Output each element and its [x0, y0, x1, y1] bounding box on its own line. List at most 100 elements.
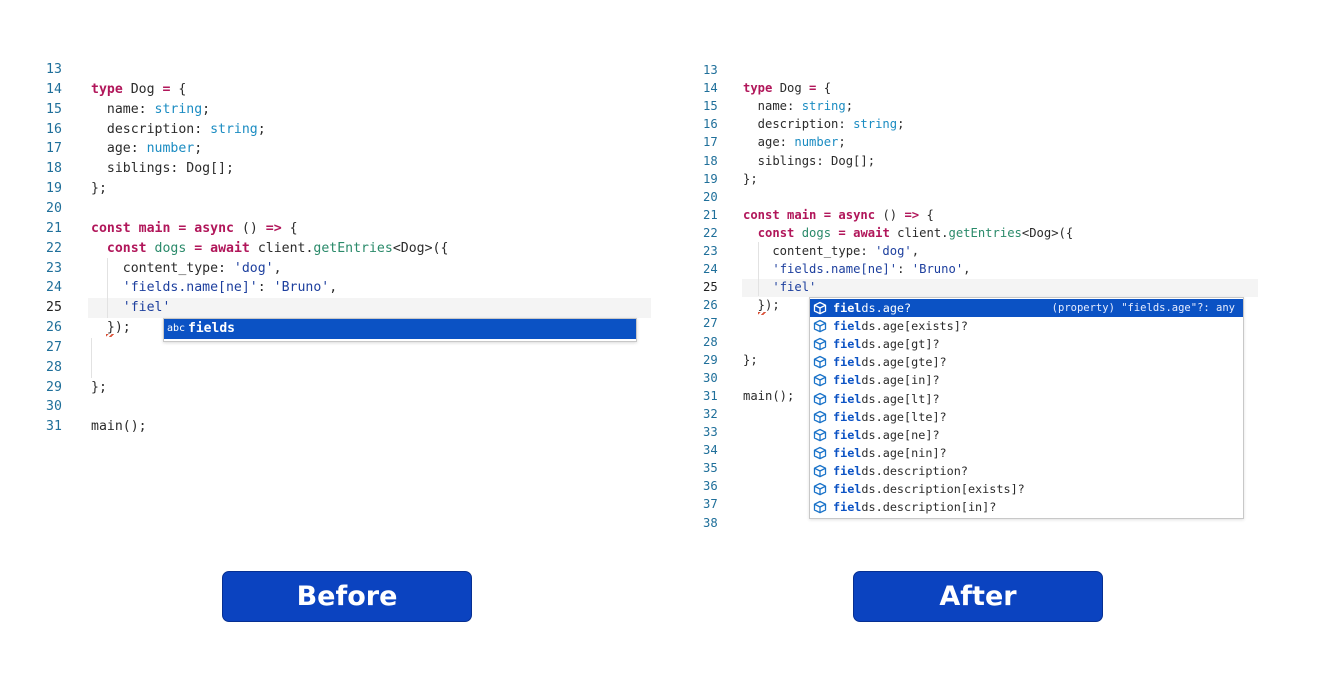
- code-line[interactable]: 29};: [0, 378, 660, 398]
- suggestion-item[interactable]: fields.age[gte]?: [810, 353, 1243, 371]
- code-line[interactable]: 34: [660, 441, 1320, 459]
- code-line[interactable]: 20: [660, 188, 1320, 206]
- code-line[interactable]: 25 'fiel': [660, 278, 1320, 296]
- code-line[interactable]: 28: [0, 358, 660, 378]
- suggestion-item[interactable]: fields.age[in]?: [810, 371, 1243, 389]
- code-text: const dogs = await client.getEntries<Dog…: [743, 224, 1074, 242]
- code-token: client.: [249, 240, 314, 256]
- line-number: 13: [46, 62, 62, 77]
- code-line[interactable]: 13: [660, 61, 1320, 79]
- code-token: name:: [743, 99, 802, 114]
- code-line[interactable]: 37: [660, 495, 1320, 513]
- suggestion-item[interactable]: fields.age[gt]?: [810, 335, 1243, 353]
- code-line[interactable]: 23 content_type: 'dog',: [660, 242, 1320, 260]
- code-text: };: [91, 378, 107, 398]
- code-token: 'dog': [233, 260, 274, 276]
- code-line[interactable]: 17 age: number;: [660, 133, 1320, 151]
- code-line[interactable]: 15 name: string;: [660, 97, 1320, 115]
- suggestion-item[interactable]: fields.description[in]?: [810, 498, 1243, 516]
- code-token: [794, 226, 801, 240]
- code-line[interactable]: 35: [660, 459, 1320, 477]
- suggestion-item-selected[interactable]: fields.age?(property) "fields.age"?: any: [810, 299, 1243, 317]
- code-token: content_type:: [91, 260, 234, 276]
- suggestion-label: fields.description[in]?: [833, 500, 997, 515]
- suggestion-label: fields.age[exists]?: [833, 319, 968, 334]
- code-token: :: [897, 262, 912, 277]
- suggest-widget[interactable]: fields.age?(property) "fields.age"?: any…: [809, 297, 1244, 519]
- code-line[interactable]: 30: [0, 397, 660, 417]
- code-line[interactable]: 30: [660, 369, 1320, 387]
- code-line[interactable]: 38: [660, 514, 1320, 532]
- line-number: 29: [46, 379, 62, 395]
- suggest-widget[interactable]: abc fields: [163, 318, 637, 342]
- code-token: description:: [91, 121, 211, 137]
- code-line[interactable]: 19};: [0, 179, 660, 199]
- line-number: 14: [46, 81, 62, 97]
- code-line[interactable]: 26 });: [660, 296, 1320, 314]
- code-line[interactable]: 16 description: string;: [660, 115, 1320, 133]
- line-number: 13: [703, 63, 718, 77]
- code-text: 'fiel': [743, 278, 816, 296]
- code-line[interactable]: 28: [660, 333, 1320, 351]
- code-line[interactable]: 15 name: string;: [0, 100, 660, 120]
- property-icon: [813, 410, 827, 424]
- code-line[interactable]: 16 description: string;: [0, 120, 660, 140]
- code-text: main();: [91, 417, 147, 437]
- code-line[interactable]: 32: [660, 405, 1320, 423]
- suggestion-item[interactable]: fields.age[ne]?: [810, 426, 1243, 444]
- code-token: (): [233, 220, 266, 236]
- property-icon: [813, 337, 827, 351]
- line-number: 27: [46, 339, 62, 355]
- code-token: ,: [963, 262, 971, 277]
- after-button[interactable]: After: [853, 571, 1103, 622]
- code-line[interactable]: 36: [660, 477, 1320, 495]
- before-button[interactable]: Before: [222, 571, 472, 622]
- indent-guide: [91, 338, 92, 378]
- code-line[interactable]: 24 'fields.name[ne]': 'Bruno',: [660, 260, 1320, 278]
- code-line[interactable]: 18 siblings: Dog[];: [0, 159, 660, 179]
- line-number: 22: [46, 240, 62, 256]
- line-number: 38: [703, 515, 718, 530]
- code-line[interactable]: 22 const dogs = await client.getEntries<…: [660, 224, 1320, 242]
- code-token: string: [210, 121, 258, 137]
- suggestion-item[interactable]: fields.age[exists]?: [810, 317, 1243, 335]
- code-line[interactable]: 33: [660, 423, 1320, 441]
- code-line[interactable]: 13: [0, 60, 660, 80]
- code-line[interactable]: 18 siblings: Dog[];: [660, 152, 1320, 170]
- indent-guide: [758, 242, 759, 296]
- code-token: (): [875, 207, 905, 222]
- suggestion-label: fields.age?: [833, 301, 912, 315]
- suggestion-item[interactable]: fields.age[nin]?: [810, 444, 1243, 462]
- line-number: 21: [703, 207, 718, 222]
- code-line[interactable]: 19};: [660, 170, 1320, 188]
- code-line[interactable]: 24 'fields.name[ne]': 'Bruno',: [0, 278, 660, 298]
- code-text: age: number;: [91, 139, 202, 159]
- code-line[interactable]: 29};: [660, 351, 1320, 369]
- code-line[interactable]: 20: [0, 199, 660, 219]
- line-number: 18: [703, 153, 718, 168]
- suggestion-item[interactable]: fields.description[exists]?: [810, 480, 1243, 498]
- code-token: [816, 208, 823, 222]
- code-text: name: string;: [743, 97, 853, 115]
- suggestion-item-selected[interactable]: abc fields: [164, 319, 636, 339]
- text-suggestion-icon: abc: [167, 323, 186, 334]
- code-line[interactable]: 26 });: [0, 318, 660, 338]
- code-line[interactable]: 22 const dogs = await client.getEntries<…: [0, 239, 660, 259]
- code-line[interactable]: 27: [660, 314, 1320, 332]
- suggestion-item[interactable]: fields.age[lt]?: [810, 390, 1243, 408]
- suggestion-item[interactable]: fields.description?: [810, 462, 1243, 480]
- suggestion-item[interactable]: fields.age[lte]?: [810, 408, 1243, 426]
- suggestion-label: fields.description?: [833, 463, 968, 478]
- code-line[interactable]: 27: [0, 338, 660, 358]
- code-line[interactable]: 17 age: number;: [0, 139, 660, 159]
- code-line[interactable]: 25 'fiel': [0, 298, 660, 318]
- code-line[interactable]: 23 content_type: 'dog',: [0, 259, 660, 279]
